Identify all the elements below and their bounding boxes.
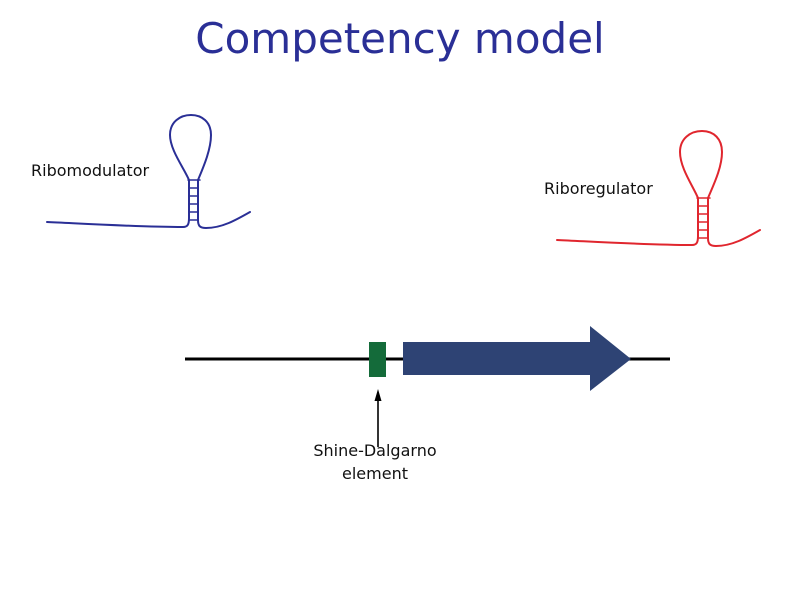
shine-dalgarno-label-line2: element [342,464,408,483]
riboregulator-hairpin [556,130,761,247]
ribomodulator-hairpin [46,114,251,229]
ribomodulator-left-strand [46,114,251,229]
shine-dalgarno-label-line1: Shine-Dalgarno [313,441,437,460]
riboregulator-strand [556,130,761,247]
ribomodulator-label: Ribomodulator [31,161,150,180]
gene-arrow [403,326,631,391]
riboregulator-label: Riboregulator [544,179,653,198]
slide-title: Competency model [195,14,605,63]
pointer-arrow-head [374,389,382,401]
pointer-arrow [374,389,382,447]
riboregulator-stem-bonds [696,197,711,239]
ribomodulator-stem-bonds [187,179,201,221]
shine-dalgarno-box [369,342,386,377]
shine-dalgarno-label: Shine-Dalgarno element [300,439,450,485]
